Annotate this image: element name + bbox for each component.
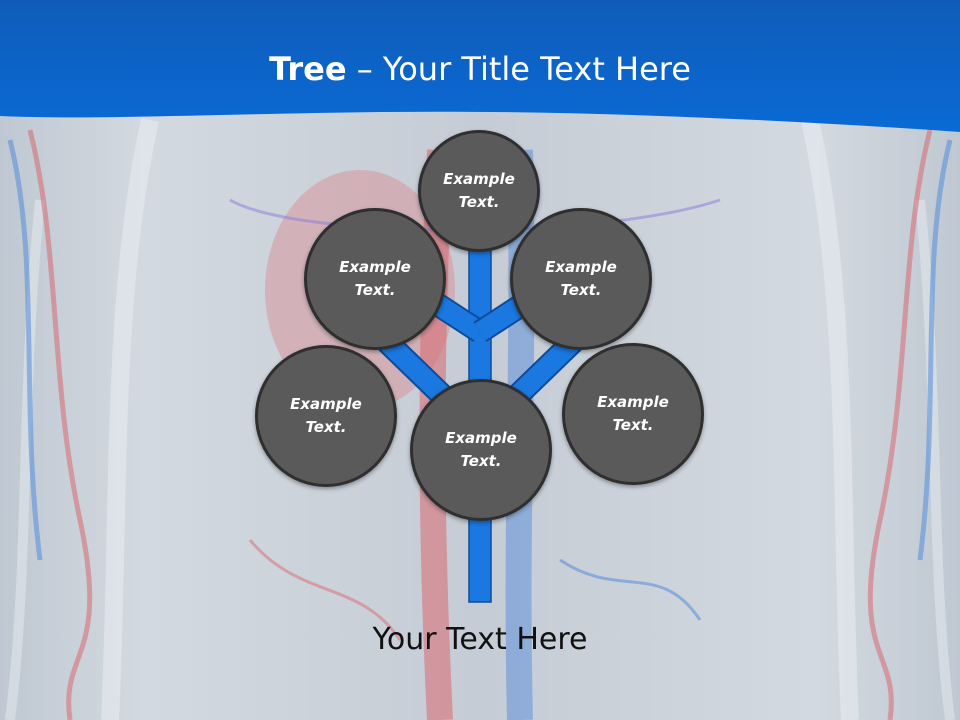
- node-label: Example Text.: [339, 258, 411, 299]
- footer-text: Your Text Here: [372, 622, 588, 657]
- slide-title: Tree – Your Title Text Here: [0, 50, 960, 88]
- tree-node-upper-left[interactable]: Example Text.: [304, 208, 446, 350]
- node-label: Example Text.: [443, 170, 515, 211]
- title-bold: Tree: [269, 50, 347, 88]
- tree-node-center[interactable]: Example Text.: [410, 379, 552, 521]
- tree-node-lower-left[interactable]: Example Text.: [255, 345, 397, 487]
- node-label: Example Text.: [597, 393, 669, 434]
- node-label: Example Text.: [445, 429, 517, 470]
- tree-node-lower-right[interactable]: Example Text.: [562, 343, 704, 485]
- tree-node-top[interactable]: Example Text.: [418, 130, 540, 252]
- node-label: Example Text.: [290, 395, 362, 436]
- title-rest: – Your Title Text Here: [346, 50, 691, 88]
- node-label: Example Text.: [545, 258, 617, 299]
- tree-node-upper-right[interactable]: Example Text.: [510, 208, 652, 350]
